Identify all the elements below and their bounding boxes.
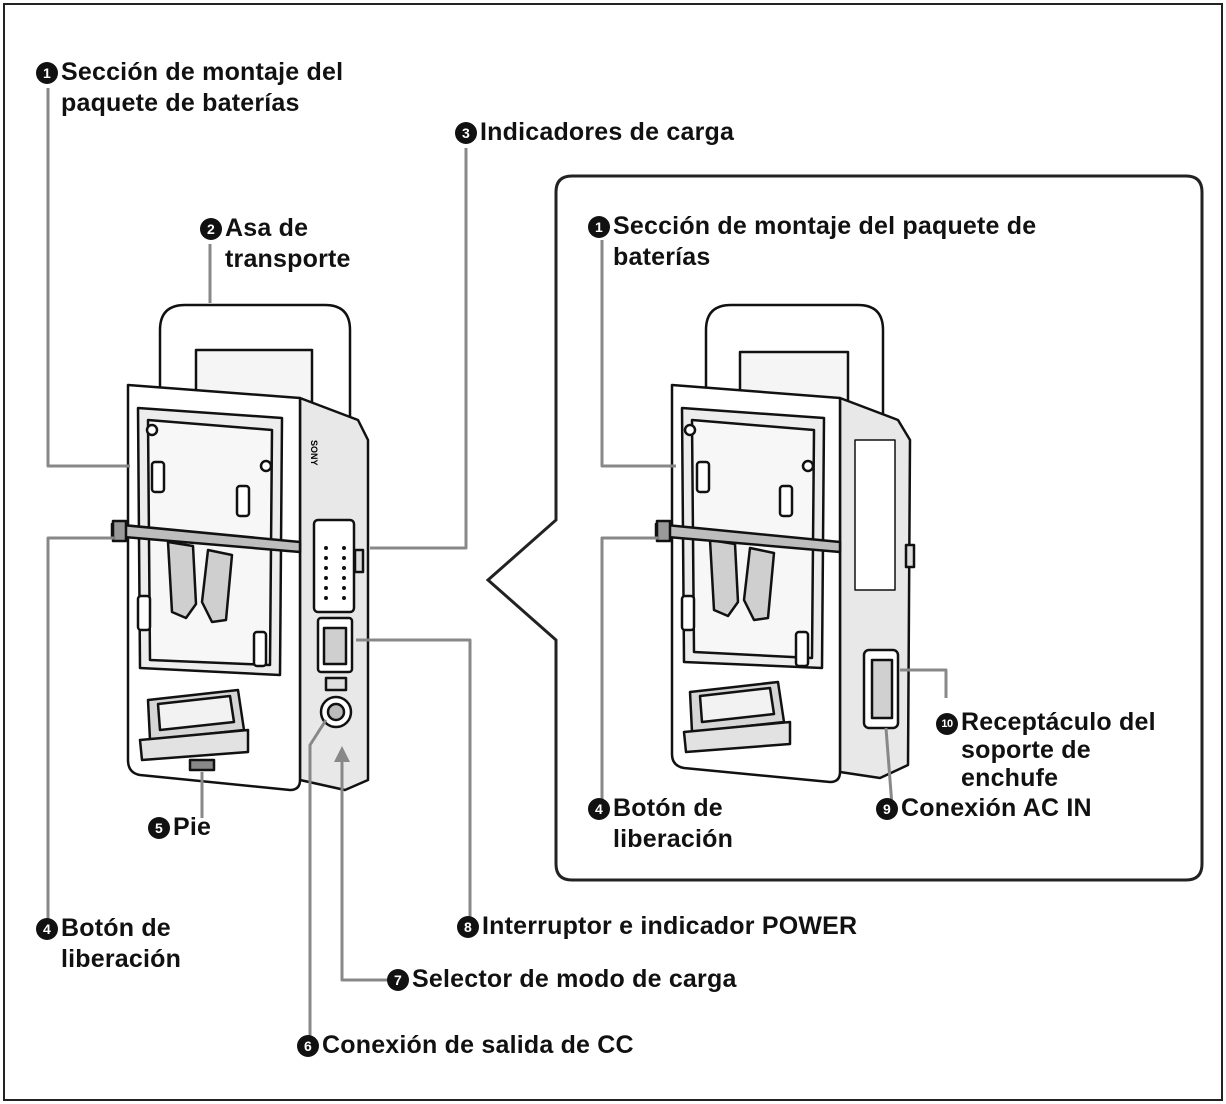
label-text: Selector de modo de carga: [412, 965, 737, 993]
label-text: Interruptor e indicador POWER: [482, 912, 858, 940]
label-battery-mount-section: 1 Sección de montaje del paquete de bate…: [36, 57, 343, 119]
right-device-illustration: [654, 303, 916, 784]
callout-number-icon: 2: [200, 218, 222, 240]
label-dc-output-connector: 6 Conexión de salida de CC: [297, 1030, 634, 1061]
label-text: Sección de montaje del paquete de baterí…: [613, 212, 1037, 271]
label-charge-mode-selector: 7 Selector de modo de carga: [387, 964, 737, 995]
callout-number-icon: 9: [876, 798, 898, 820]
label-ac-in-connector: 9 Conexión AC IN: [876, 793, 1092, 824]
callout-number-icon: 5: [148, 817, 170, 839]
label-foot: 5 Pie: [148, 812, 211, 843]
label-plug-holder-receptacle: 10 Receptáculo del soporte de enchufe: [936, 708, 1156, 792]
callout-number-icon: 10: [936, 713, 958, 735]
leader-lines: [46, 88, 948, 1044]
label-power-switch-indicator: 8 Interruptor e indicador POWER: [457, 911, 857, 942]
label-text: Pie: [173, 813, 212, 841]
brand-logo: SONY: [309, 440, 319, 466]
callout-number-icon: 7: [387, 969, 409, 991]
label-text: Asa de transporte: [225, 214, 351, 273]
callout-number-icon: 4: [588, 798, 610, 820]
label-release-button: 4 Botón de liberación: [36, 913, 181, 975]
callout-number-icon: 6: [297, 1035, 319, 1057]
callout-number-icon: 1: [588, 216, 610, 238]
leader-arrowheads: [334, 746, 350, 762]
charge-indicator-leds: [324, 546, 346, 600]
label-text: Receptáculo del soporte de enchufe: [961, 708, 1156, 792]
callout-number-icon: 1: [36, 62, 58, 84]
label-text: Botón de liberación: [613, 794, 734, 853]
label-text: Conexión de salida de CC: [322, 1031, 634, 1059]
left-device-illustration: [110, 303, 370, 792]
callout-number-icon: 8: [457, 916, 479, 938]
label-carrying-handle: 2 Asa de transporte: [200, 213, 351, 275]
label-text: Sección de montaje del paquete de baterí…: [61, 58, 344, 117]
label-charge-indicators: 3 Indicadores de carga: [455, 117, 734, 148]
callout-number-icon: 4: [36, 918, 58, 940]
label-text: Indicadores de carga: [480, 118, 735, 146]
callout-number-icon: 3: [455, 122, 477, 144]
label-text: Conexión AC IN: [901, 794, 1092, 822]
label-detail-release-button: 4 Botón de liberación: [588, 793, 733, 855]
label-text: Botón de liberación: [61, 914, 182, 973]
label-detail-battery-mount-section: 1 Sección de montaje del paquete de bate…: [588, 211, 1036, 273]
outer-frame: [3, 3, 1223, 1101]
